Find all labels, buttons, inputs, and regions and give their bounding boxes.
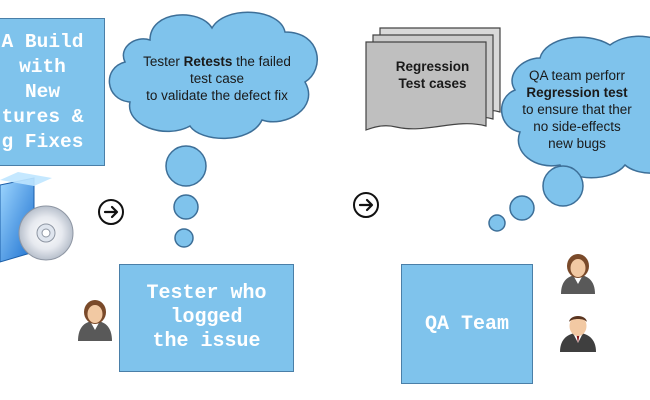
qa-cloud-line1: QA team perforr [528,68,626,83]
tester-cloud-line3: to validate the defect fix [146,88,288,103]
thought-bubble-small [488,214,506,232]
tester-cloud-line1: Tester Retests the failed [143,54,291,69]
regression-doc-line2: Test cases [398,76,467,91]
regression-doc-stack [365,27,501,131]
person-icon [78,300,112,341]
thought-bubble-medium [173,194,199,220]
thought-bubble-small [174,228,194,248]
thought-bubble-large [542,165,584,207]
build-box-text: A Build with New tures & g Fixes [1,30,84,153]
qa-cloud-line5: new bugs [548,136,606,151]
regression-doc-line1: Regression [395,59,470,74]
tester-box-text: Tester who logged the issue [146,282,267,353]
tester-cloud-line2: test case [189,71,245,86]
qa-cloud-text: QA team perforr Regression test to ensur… [497,67,650,152]
circled-arrow-right-icon [98,199,124,225]
person-icon [561,254,595,294]
qa-cloud-line3: to ensure that ther [522,102,632,117]
qa-thought-cloud [488,35,650,232]
qa-team-box: QA Team [401,264,533,384]
regression-doc-text: Regression Test cases [385,58,480,92]
software-box-icon [0,172,74,263]
tester-thought-cloud [108,11,319,248]
build-box: A Build with New tures & g Fixes [0,18,105,166]
qa-cloud-line2: Regression test [526,85,628,100]
tester-cloud-text: Tester Retests the failed test case to v… [122,53,312,104]
qa-box-text: QA Team [424,312,509,336]
qa-cloud-line4: no side-effects [533,119,621,134]
person-icon [560,316,596,352]
thought-bubble-large [165,145,207,187]
tester-box: Tester who logged the issue [119,264,294,372]
thought-bubble-medium [509,195,535,221]
circled-arrow-right-icon [353,192,379,218]
